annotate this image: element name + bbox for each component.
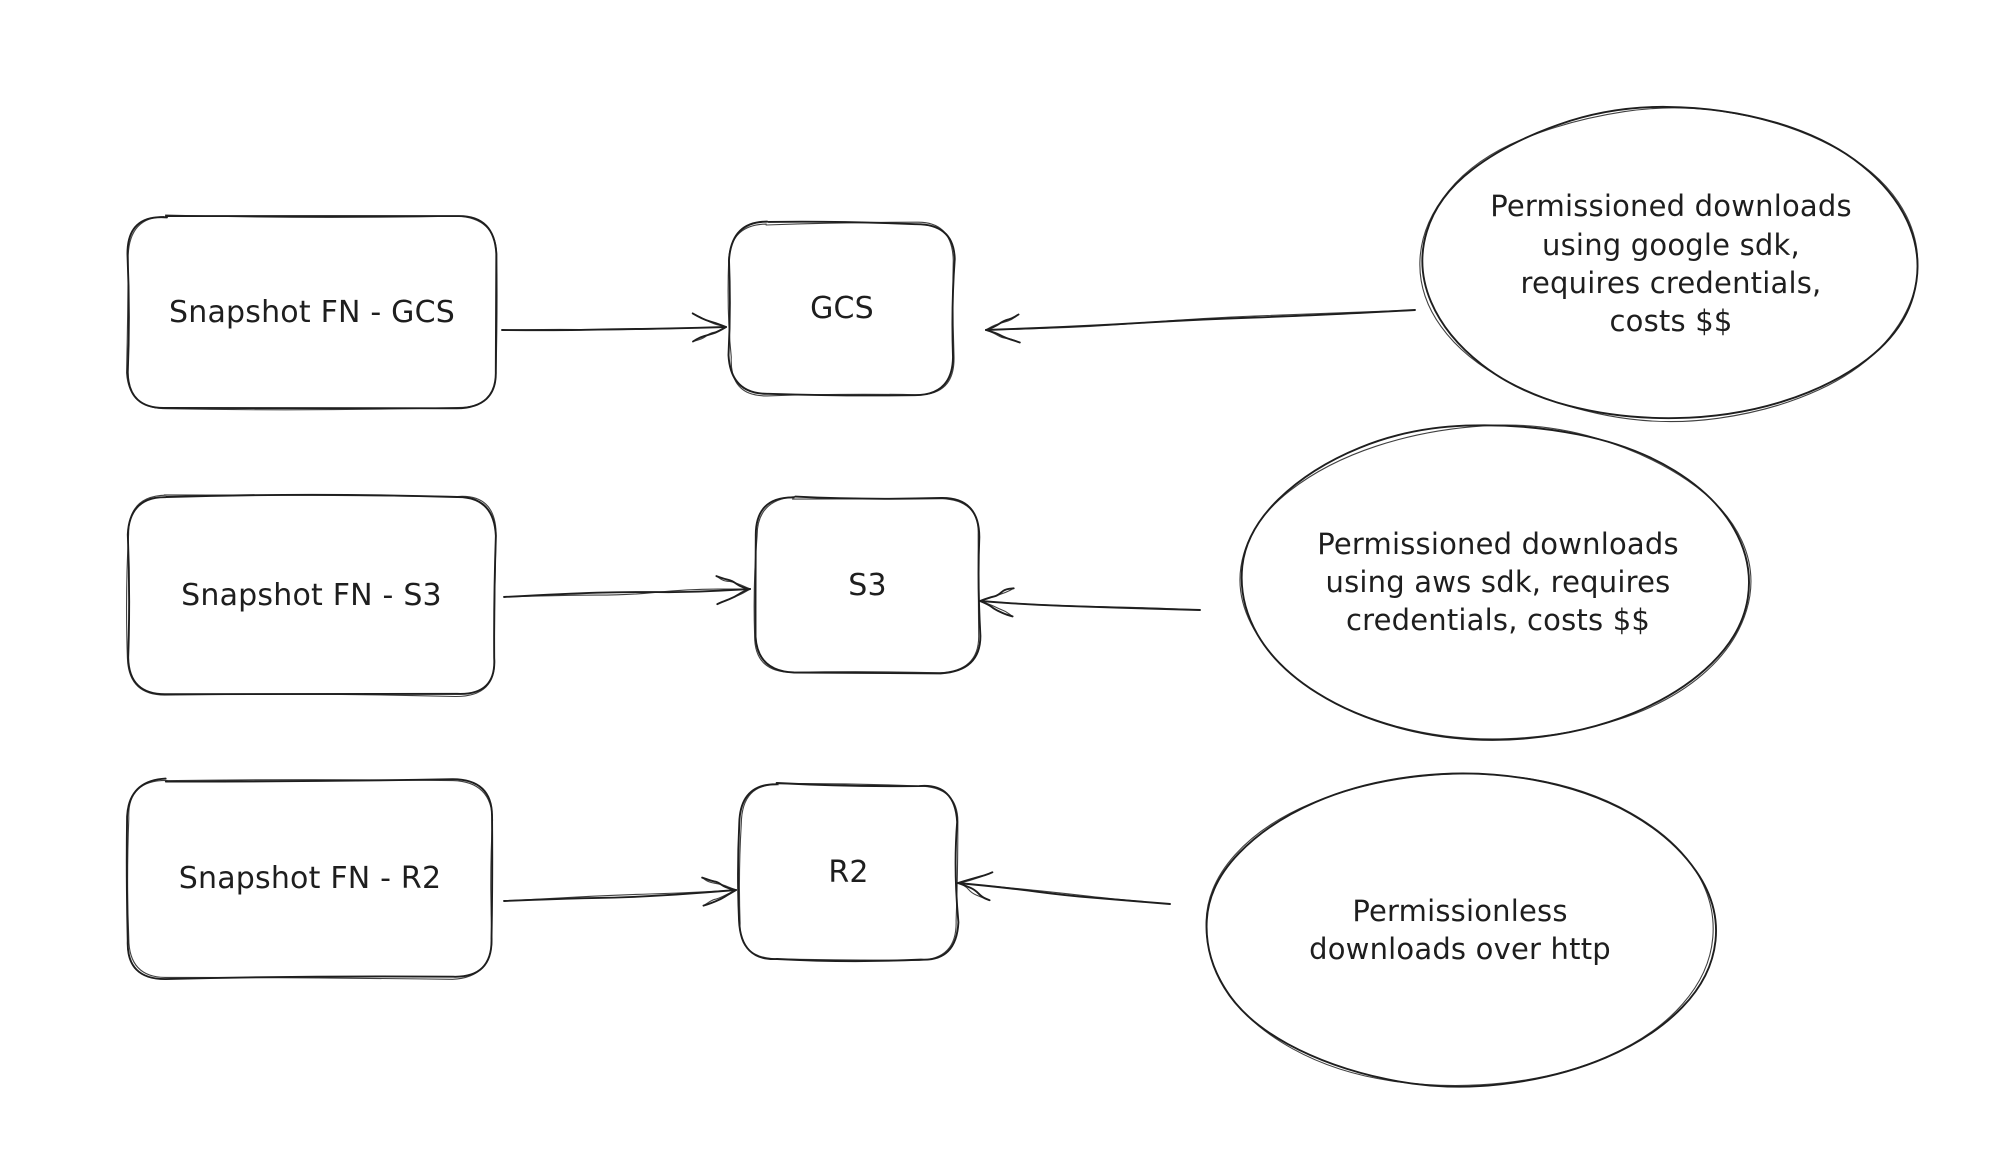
edge-snapshot-s3-to-s3 [503,575,751,606]
annotation-s3-note-shape [1239,424,1752,741]
node-gcs-shape [727,220,956,397]
node-s3-shape [753,495,982,675]
edge-s3-note-to-s3 [979,587,1201,618]
annotation-gcs-note-shape [1419,105,1919,423]
edge-gcs-note-to-gcs [985,309,1416,344]
node-snapshot-fn-r2-shape [125,777,494,981]
node-r2-shape [737,782,960,963]
node-snapshot-fn-gcs-shape [126,214,498,411]
edge-snapshot-r2-to-r2 [503,876,737,907]
node-snapshot-fn-s3-shape [125,493,497,698]
edge-r2-note-to-r2 [957,871,1171,905]
annotation-r2-note-shape [1205,772,1717,1088]
edge-snapshot-gcs-to-gcs [501,312,727,343]
